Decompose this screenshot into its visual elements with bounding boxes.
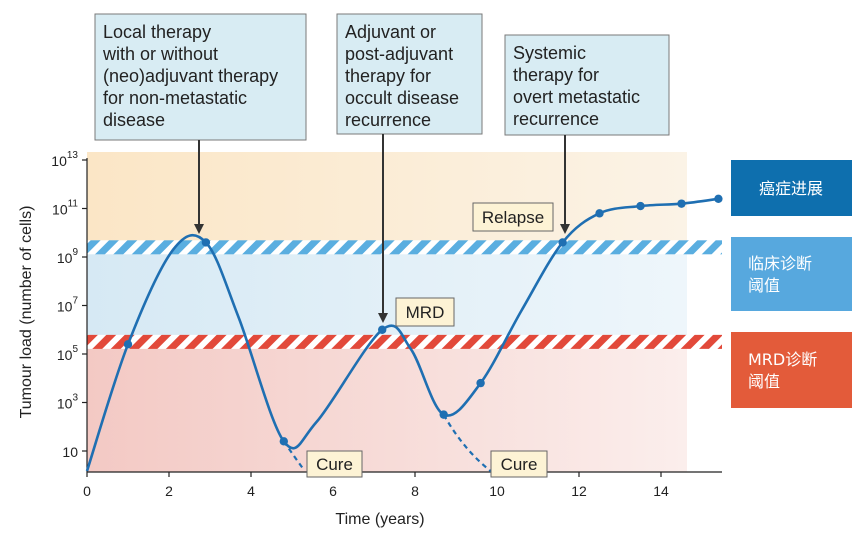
tag-box (395, 297, 455, 327)
callout-line: therapy for (513, 65, 599, 85)
side-label-text: 临床诊断 (748, 254, 812, 273)
callout-line: occult disease (345, 88, 459, 108)
callout-box (336, 13, 483, 135)
x-axis-title: Time (years) (335, 511, 424, 528)
callout-line: overt metastatic (513, 87, 640, 107)
x-tick-label: 2 (165, 483, 173, 499)
callout-line: for non-metastatic (103, 88, 247, 108)
tag-box (490, 450, 548, 478)
side-box (731, 332, 852, 408)
data-point (714, 194, 723, 203)
arrow-head-icon (560, 224, 570, 234)
side-box (731, 237, 852, 311)
y-tick-label: 1013 (51, 150, 78, 169)
callout-line: disease (103, 110, 165, 130)
data-point (558, 238, 567, 247)
data-point (439, 410, 448, 419)
tag-box (472, 202, 554, 232)
data-point (677, 199, 686, 208)
side-label-text: 阈值 (748, 372, 780, 391)
tag-box (306, 450, 363, 478)
y-axis-title: Tumour load (number of cells) (18, 206, 35, 419)
x-tick-label: 0 (83, 483, 91, 499)
data-point (279, 437, 288, 446)
callout-box (94, 13, 307, 141)
x-tick-label: 8 (411, 483, 419, 499)
callout-line: Local therapy (103, 22, 211, 42)
y-tick-label: 1011 (52, 199, 78, 218)
y-tick-label: 103 (57, 393, 79, 412)
arrow-head-icon (194, 224, 204, 234)
data-point (201, 238, 211, 247)
cure-dashed-curve-2 (442, 414, 494, 474)
x-axis-ticks: 0 2 4 6 8 10 12 14 (83, 472, 669, 499)
tag-label: Relapse (482, 208, 544, 227)
side-label-text: 癌症进展 (759, 179, 823, 198)
y-axis-ticks: 1013 1011 109 107 105 103 10 (51, 150, 87, 460)
side-label-text: MRD诊断 (748, 350, 817, 369)
x-tick-label: 12 (571, 483, 587, 499)
side-label-progression: 癌症进展 (731, 160, 852, 216)
x-tick-label: 10 (489, 483, 505, 499)
x-tick-label: 14 (653, 483, 669, 499)
x-tick-label: 6 (329, 483, 337, 499)
data-point (123, 340, 133, 349)
data-points (123, 194, 723, 446)
data-point (595, 209, 604, 218)
tag-label: Cure (316, 455, 353, 474)
arrow-head-icon (378, 313, 388, 323)
callout-line: recurrence (513, 109, 599, 129)
tag-label: Cure (501, 455, 538, 474)
cure-tag-1: Cure (306, 450, 363, 478)
y-tick-label: 109 (57, 247, 79, 266)
side-box (731, 160, 852, 216)
tag-label: MRD (406, 303, 445, 322)
callout-box (504, 34, 670, 136)
mrd-tag: MRD (395, 297, 455, 327)
callout-line: Systemic (513, 43, 586, 63)
data-point (636, 201, 645, 211)
data-point (476, 378, 485, 388)
callout-line: (neo)adjuvant therapy (103, 66, 278, 86)
clinical-threshold-band (87, 240, 722, 255)
callout-line: recurrence (345, 110, 431, 130)
y-tick-label: 105 (57, 344, 79, 363)
axes (86, 158, 722, 473)
side-label-text: 阈值 (748, 276, 780, 295)
cure-tag-2: Cure (490, 450, 548, 478)
relapse-tag: Relapse (472, 202, 554, 232)
y-tick-label: 10 (62, 444, 78, 460)
callout-line: post-adjuvant (345, 44, 453, 64)
callout-line: with or without (102, 44, 218, 64)
mrd-zone (87, 341, 687, 472)
callout-line: therapy for (345, 66, 431, 86)
callout-line: Adjuvant or (345, 22, 436, 42)
data-point (378, 325, 387, 334)
progression-zone (87, 152, 687, 248)
x-tick-label: 4 (247, 483, 255, 499)
y-tick-label: 107 (57, 296, 79, 315)
